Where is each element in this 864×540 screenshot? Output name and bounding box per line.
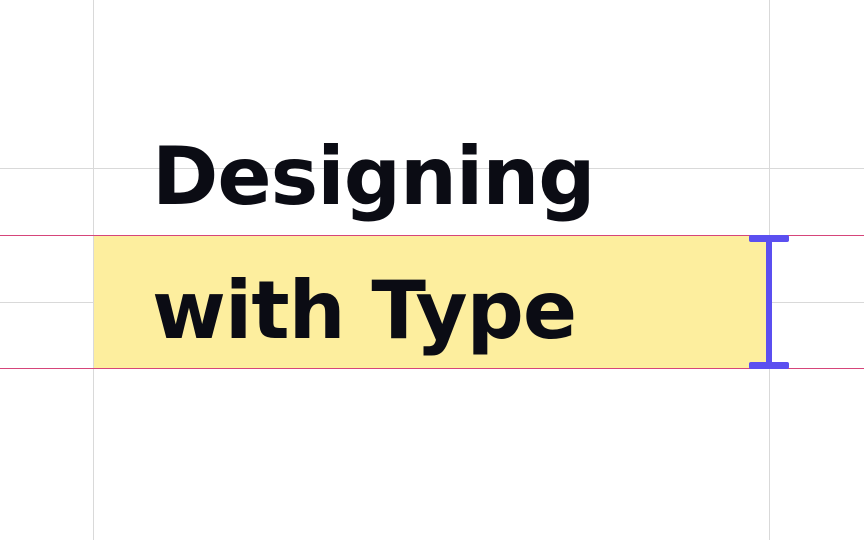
guide-line-bottom — [0, 368, 864, 369]
measure-cap-bottom — [749, 362, 789, 369]
grid-line-vertical-left — [93, 0, 94, 540]
title-line-1: Designing — [152, 130, 596, 223]
line-height-highlight — [94, 235, 770, 369]
line-height-measure-icon — [749, 235, 791, 369]
title-text: Designing with Type — [152, 130, 596, 378]
title-line-2: with Type — [152, 264, 577, 357]
grid-line-horizontal-top — [0, 168, 864, 169]
guide-line-top — [0, 235, 864, 236]
measure-stem — [766, 237, 772, 367]
